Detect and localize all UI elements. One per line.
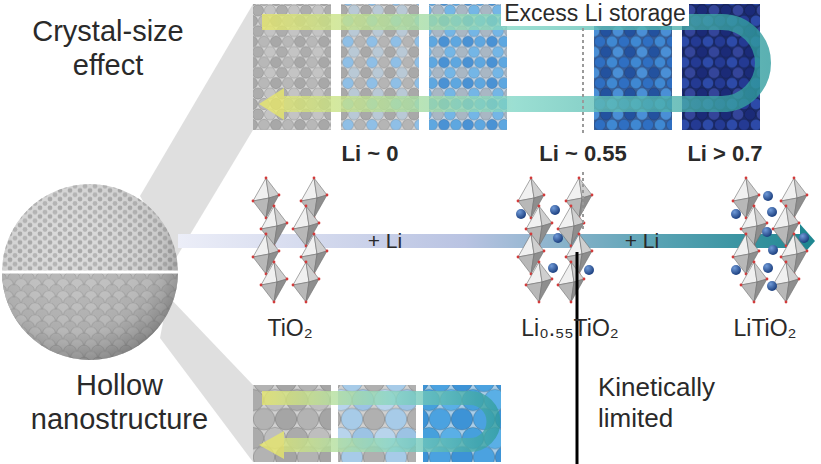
panel-heading: Hollow nanostructure xyxy=(12,368,227,436)
hollow-insets xyxy=(253,385,501,462)
lithium-content-label: Li > 0.7 xyxy=(665,141,785,167)
dashed-boundary xyxy=(582,172,584,230)
crystal-structure xyxy=(731,177,809,304)
panel-heading: Crystal-size effect xyxy=(8,14,208,82)
limit-note: Kinetically limited xyxy=(598,372,768,434)
lithium-content-label: Li ~ 0.55 xyxy=(523,141,643,167)
zoom-wedge xyxy=(160,296,253,462)
cycle-arrow xyxy=(259,398,493,459)
region-label: Excess Li storage xyxy=(470,0,720,26)
phase-formula: Li₀.₅₅TiO₂ xyxy=(495,314,645,342)
crystal-structure xyxy=(252,177,329,304)
particle-sphere xyxy=(0,182,180,364)
phase-formula: LiTiO₂ xyxy=(715,314,815,342)
phase-formula: TiO₂ xyxy=(240,314,340,342)
reaction-step-label: + Li xyxy=(350,228,420,254)
cycle-arrow xyxy=(259,22,763,120)
dashed-boundary xyxy=(582,28,584,136)
lithium-content-label: Li ~ 0 xyxy=(320,141,420,167)
reaction-step-label: + Li xyxy=(607,228,677,254)
kinetic-limit-line xyxy=(576,252,579,464)
crystal-structure xyxy=(516,177,594,304)
